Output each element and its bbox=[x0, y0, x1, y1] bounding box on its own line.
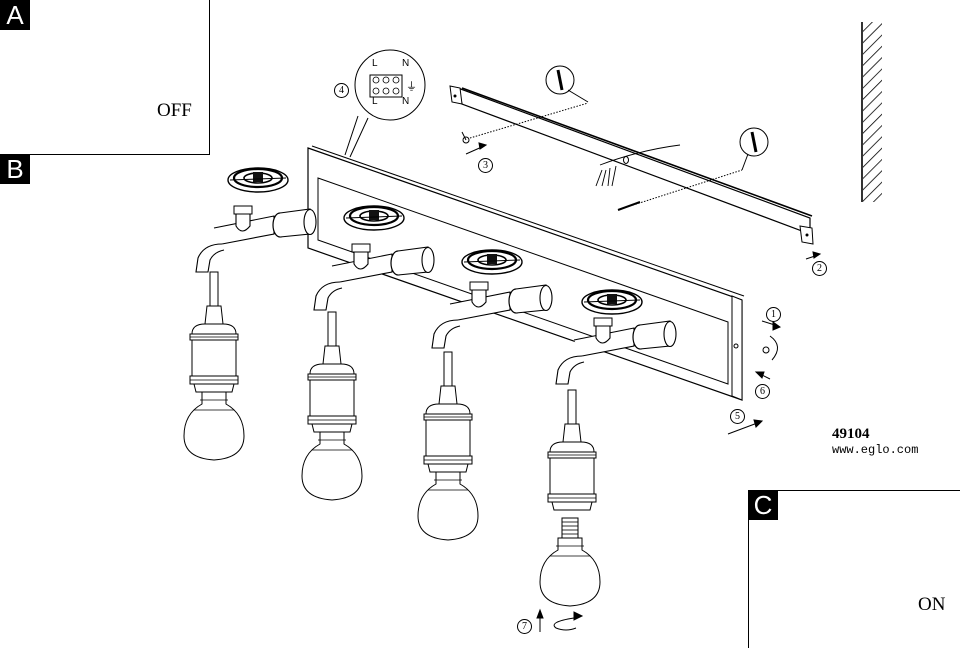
lamp-socket-3 bbox=[417, 351, 479, 541]
mounting-bracket bbox=[449, 65, 814, 245]
panel-c-frame bbox=[748, 490, 960, 648]
on-label: ON bbox=[918, 594, 946, 615]
step-5-marker: 5 bbox=[730, 409, 745, 424]
step-6-marker: 6 bbox=[755, 384, 770, 399]
lamp-socket-2 bbox=[301, 311, 363, 501]
valve-handle-icon bbox=[460, 248, 524, 276]
website-url: www.eglo.com bbox=[832, 443, 919, 457]
step-4-marker: 4 bbox=[334, 83, 349, 98]
bulb-3 bbox=[417, 471, 479, 541]
off-label: OFF bbox=[157, 100, 192, 121]
lamp-arm-1 bbox=[195, 166, 317, 273]
lamp-socket-1 bbox=[183, 271, 245, 461]
loose-bulb bbox=[539, 517, 601, 607]
bulb-2 bbox=[301, 431, 363, 501]
model-number: 49104 bbox=[832, 426, 870, 442]
faucet-pipe bbox=[195, 205, 317, 273]
lamp-socket-4 bbox=[547, 389, 597, 511]
valve-handle-icon bbox=[342, 204, 406, 232]
terminal-label-l-bottom: L bbox=[372, 96, 378, 107]
panel-b-letter: B bbox=[0, 154, 30, 184]
wall-section bbox=[861, 22, 882, 202]
step-3-marker: 3 bbox=[478, 158, 493, 173]
step-1-marker: 1 bbox=[766, 307, 781, 322]
step-7-marker: 7 bbox=[517, 619, 532, 634]
earth-icon: ⏚ bbox=[406, 81, 417, 93]
step-arrows bbox=[465, 142, 822, 632]
valve-handle-icon bbox=[226, 166, 290, 194]
step-2-marker: 2 bbox=[812, 261, 827, 276]
wiring-terminal-detail bbox=[344, 49, 426, 158]
terminal-label-n-top: N bbox=[402, 58, 410, 69]
bulb-1 bbox=[183, 391, 245, 461]
panel-c-letter: C bbox=[748, 490, 778, 520]
panel-a-frame bbox=[0, 0, 210, 155]
terminal-label-l-top: L bbox=[372, 58, 378, 69]
terminal-label-n-bottom: N bbox=[402, 96, 410, 107]
valve-handle-icon bbox=[580, 288, 644, 316]
panel-a-letter: A bbox=[0, 0, 30, 30]
